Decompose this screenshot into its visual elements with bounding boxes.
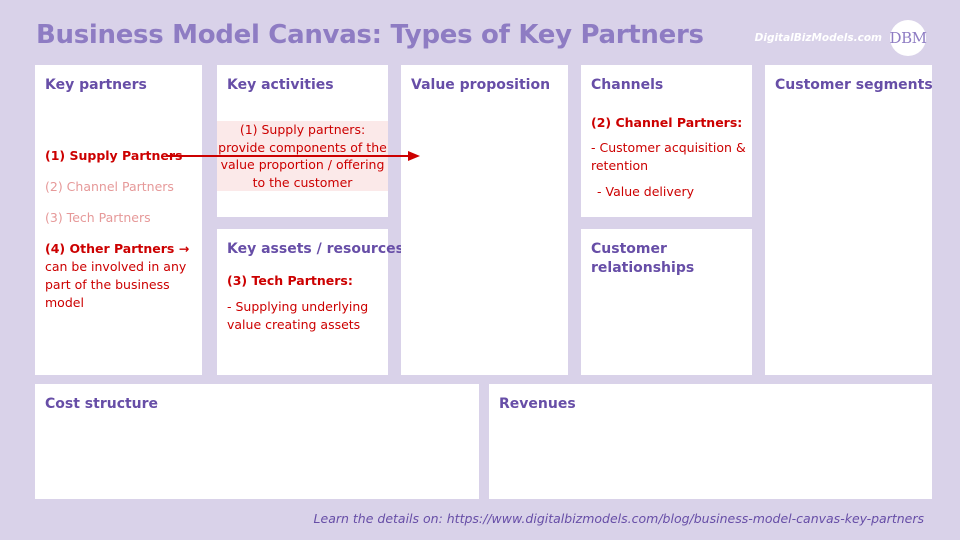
revenues-title: Revenues bbox=[499, 396, 576, 412]
other-partners-label: (4) Other Partners → bbox=[45, 241, 190, 256]
other-partners-description: can be involved in any part of the busin… bbox=[45, 259, 187, 310]
value-proposition-title: Value proposition bbox=[411, 77, 551, 93]
supply-partners-label: (1) Supply Partners bbox=[45, 148, 183, 163]
customer-relationships-title: Customer relationships bbox=[591, 241, 695, 276]
key-assets-title: Key assets / resources bbox=[227, 241, 404, 257]
cost-structure-title: Cost structure bbox=[45, 396, 159, 412]
key-assets-box: Key assets / resources (3) Tech Partners… bbox=[217, 229, 404, 375]
arrow-head bbox=[408, 151, 420, 161]
tech-partners-heading: (3) Tech Partners: bbox=[227, 273, 353, 288]
cost-structure-box: Cost structure bbox=[35, 384, 479, 499]
revenues-box: Revenues bbox=[489, 384, 932, 499]
channels-box: Channels (2) Channel Partners: - Custome… bbox=[581, 65, 752, 217]
key-partners-box: Key partners (1) Supply Partners (2) Cha… bbox=[35, 65, 202, 375]
channel-item-delivery: - Value delivery bbox=[597, 184, 694, 199]
channel-partners-heading: (2) Channel Partners: bbox=[591, 115, 743, 130]
tech-partners-description: - Supplying underlying value creating as… bbox=[227, 299, 369, 332]
channel-partners-label: (2) Channel Partners bbox=[45, 179, 174, 194]
key-partners-title: Key partners bbox=[45, 77, 147, 93]
brand-name[interactable]: DigitalBizModels.com bbox=[754, 32, 882, 44]
customer-relationships-box: Customer relationships bbox=[581, 229, 752, 375]
channels-title: Channels bbox=[591, 77, 664, 93]
key-activities-title: Key activities bbox=[227, 77, 334, 93]
channel-item-acquisition: - Customer acquisition & retention bbox=[591, 140, 746, 173]
customer-segments-box: Customer segments bbox=[765, 65, 933, 375]
tech-partners-label: (3) Tech Partners bbox=[45, 210, 151, 225]
page-title: Business Model Canvas: Types of Key Part… bbox=[36, 20, 704, 50]
brand-logo: DBM bbox=[890, 20, 927, 56]
footer-link[interactable]: Learn the details on: https://www.digita… bbox=[313, 511, 924, 526]
customer-segments-title: Customer segments bbox=[775, 77, 933, 93]
value-proposition-box: Value proposition bbox=[401, 65, 568, 375]
key-activities-box: Key activities (1) Supply partners: prov… bbox=[217, 65, 388, 217]
